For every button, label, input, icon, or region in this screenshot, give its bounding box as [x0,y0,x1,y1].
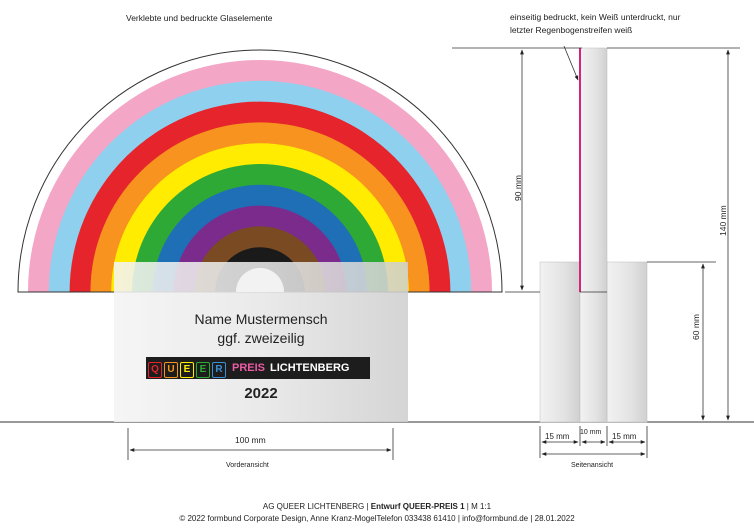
queer-letter: E [196,361,210,378]
footer-line1: AG QUEER LICHTENBERG | Entwurf QUEER-PRE… [0,502,754,511]
height-140-label: 140 mm [718,205,728,236]
queer-letter: Q [148,361,162,378]
side-view-label: Seitenansicht [571,462,614,469]
side-left-width: 15 mm [545,432,570,441]
side-note-line2: letzter Regenbogenstreifen weiß [510,25,633,35]
side-note-line1: einseitig bedruckt, kein Weiß unterdruck… [510,12,681,22]
front-view-label: Vorderansicht [226,462,269,469]
footer-line2: © 2022 formbund Corporate Design, Anne K… [179,514,575,523]
side-middle-panel [579,47,608,423]
plaque-cutout [236,268,284,292]
side-left-block [539,261,581,423]
footer-suffix: | M 1:1 [464,502,492,511]
footer-prefix: AG QUEER LICHTENBERG | [262,502,371,511]
plaque-year: 2022 [244,385,278,402]
queer-letter: U [164,361,178,378]
side-mid-width: 10 mm [580,429,602,436]
queer-letter: R [212,361,226,378]
width-label: 100 mm [235,435,266,445]
rainbow-arcs [17,49,503,293]
plaque-name-line1: Name Mustermensch [194,311,328,327]
plaque-name-line2: ggf. zweizeilig [217,330,305,346]
side-right-width: 15 mm [612,432,637,441]
front-caption: Verklebte und bedruckte Glaselemente [126,13,273,23]
footer-bold: Entwurf QUEER-PREIS 1 [370,502,465,511]
side-right-block [606,261,648,423]
queer-letter: E [180,361,194,378]
badge-lichtenberg: LICHTENBERG [270,362,350,374]
note-pointer [563,45,579,81]
height-60-label: 60 mm [691,314,701,340]
height-90-label: 90 mm [513,175,523,201]
badge-preis: PREIS [232,362,266,374]
